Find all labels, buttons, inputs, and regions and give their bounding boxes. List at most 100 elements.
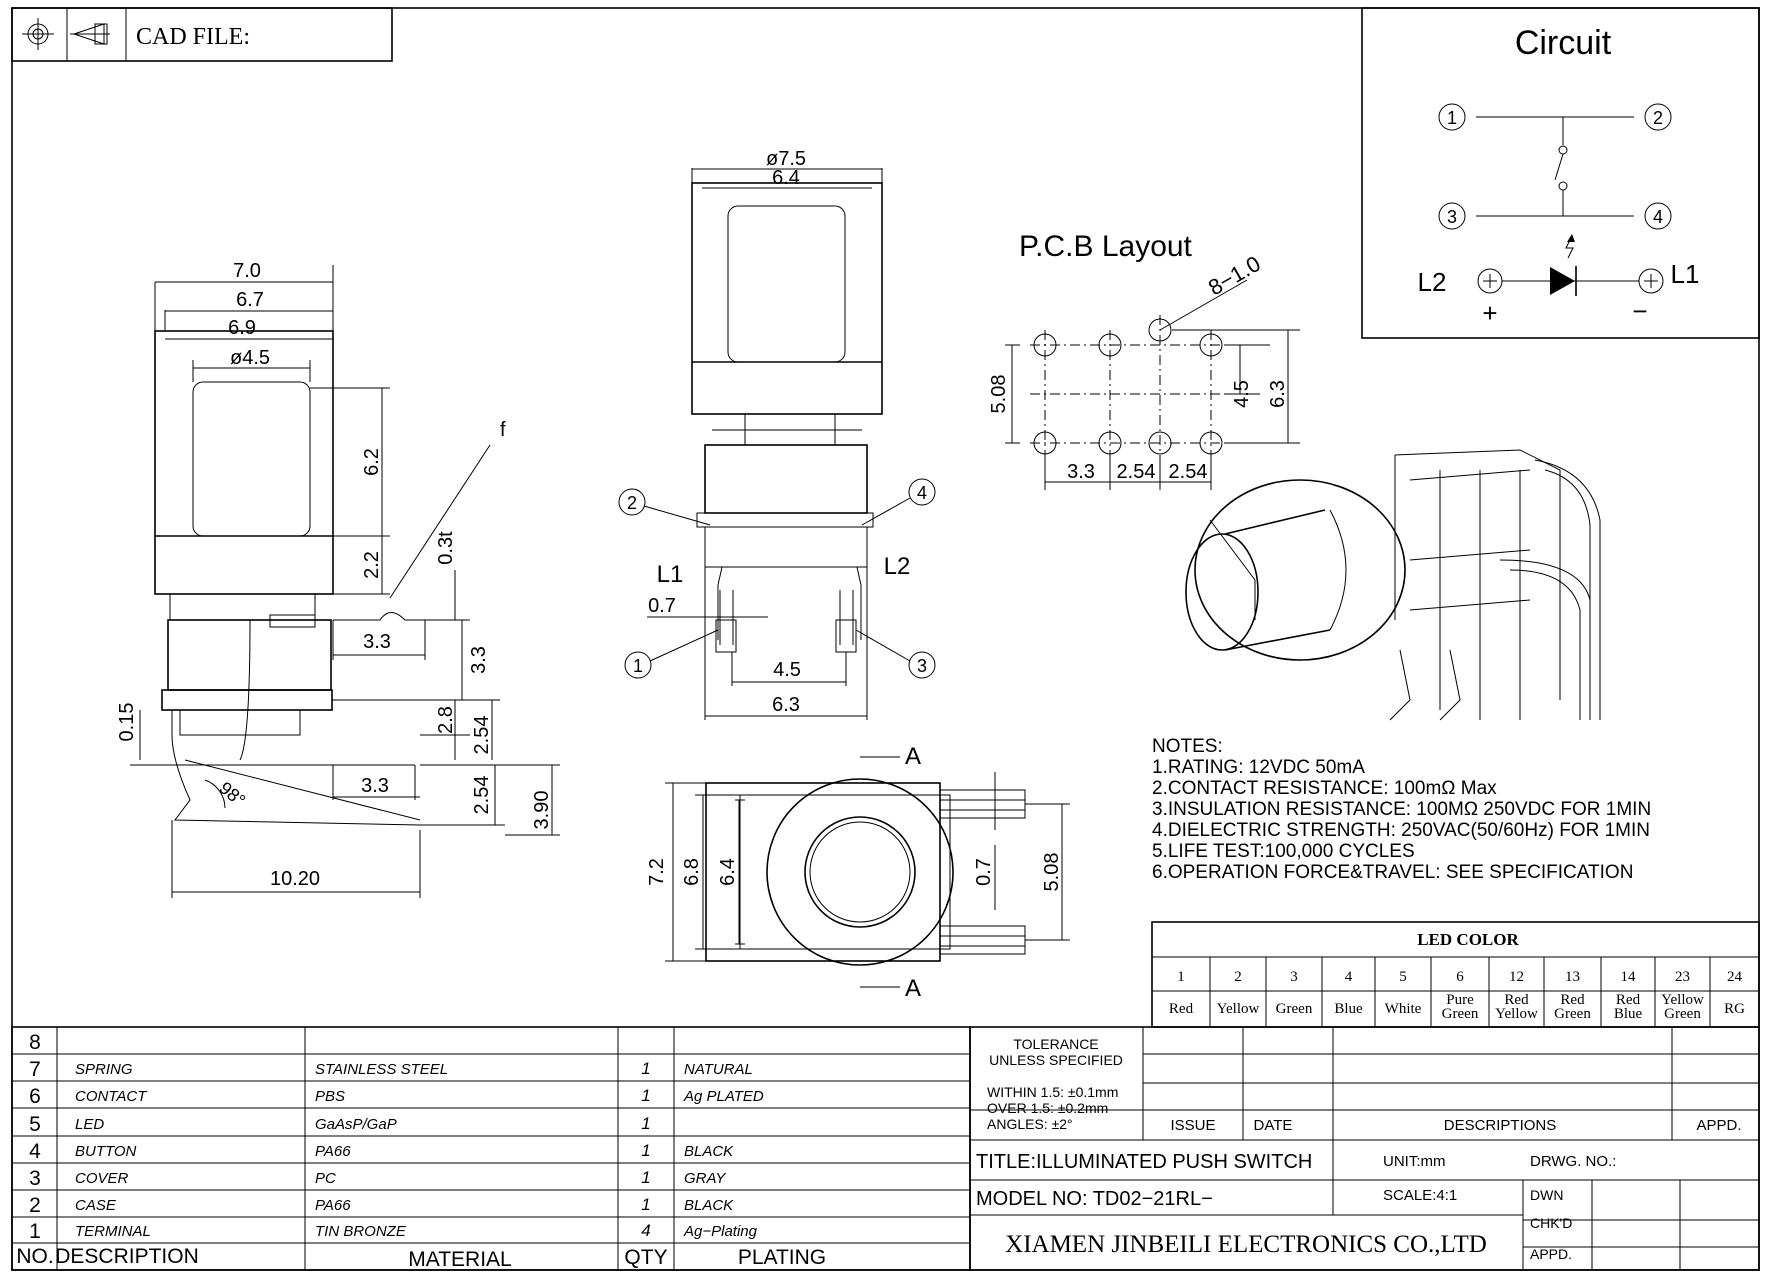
pin-1-circle — [1438, 103, 1466, 131]
led-diode-icon — [1550, 267, 1575, 295]
bom-no: 2 — [29, 1194, 41, 1217]
side-dim-254a: 2.54 — [471, 716, 493, 755]
bom-qty: 1 — [641, 1141, 650, 1160]
pcb-dim-45: 4.5 — [1231, 380, 1253, 408]
pcb-dim-508: 5.08 — [988, 375, 1010, 414]
front-body — [704, 444, 868, 514]
pin-3-label: 3 — [1447, 207, 1457, 227]
front-view: ø7.5 6.4 2 4 L1 L2 0.7 1 3 4.5 6.3 — [618, 148, 936, 720]
side-dim-69: 6.9 — [228, 317, 256, 339]
led-color-name: Red — [1504, 992, 1529, 1008]
iso-flange — [1194, 479, 1406, 661]
side-dim-1020: 10.20 — [270, 868, 320, 890]
pcb-layout: P.C.B Layout 5.08 4.5 6.3 3.3 2.54 2.54 … — [988, 230, 1300, 490]
circuit-l1-label: L1 — [1671, 259, 1700, 289]
pcb-dim-254a: 2.54 — [1117, 461, 1156, 483]
bom-no: 6 — [29, 1085, 41, 1108]
front-pin-3-label: 3 — [917, 656, 927, 676]
bom-qty: 1 — [641, 1086, 650, 1105]
led-color-title: LED COLOR — [1417, 930, 1519, 949]
front-dim-75: ø7.5 — [766, 148, 806, 170]
iso-terminals — [1534, 459, 1601, 720]
front-pin-2-label: 2 — [627, 493, 637, 513]
side-dim-45: ø4.5 — [230, 347, 270, 369]
scale-label: SCALE:4:1 — [1383, 1187, 1457, 1204]
bom-description: BUTTON — [75, 1143, 137, 1160]
pcb-layout-title: P.C.B Layout — [1019, 230, 1193, 263]
side-dim-390: 3.90 — [531, 791, 553, 830]
switch-contact — [1554, 153, 1564, 181]
bom-no: 4 — [29, 1140, 41, 1163]
bom-plating: GRAY — [684, 1170, 726, 1187]
circuit-plus-label: + — [1482, 298, 1497, 328]
pin-2-label: 2 — [1653, 108, 1663, 128]
front-dim-63: 6.3 — [772, 694, 800, 716]
side-terminal — [171, 710, 421, 826]
front-cap — [691, 182, 883, 415]
top-view-cap-inner — [804, 816, 916, 928]
bom-material: STAINLESS STEEL — [315, 1061, 448, 1078]
cad-header: CAD FILE: — [11, 7, 393, 62]
circuit-l2-label: L2 — [1418, 267, 1447, 297]
l1-terminal — [1638, 268, 1664, 294]
bom-description: COVER — [75, 1170, 129, 1187]
led-color-name: Green — [1442, 1006, 1479, 1022]
side-dim-254b: 2.54 — [471, 776, 493, 815]
front-dim-45: 4.5 — [773, 659, 801, 681]
side-dim-03t: 0.3t — [435, 531, 457, 565]
unit-label: UNIT:mm — [1383, 1153, 1446, 1170]
bom-material: PA66 — [315, 1197, 351, 1214]
front-dim-64: 6.4 — [772, 167, 800, 189]
bom-material: GaAsP/GaP — [315, 1116, 397, 1133]
bom-no: 1 — [29, 1220, 41, 1243]
bom-plating: BLACK — [684, 1143, 734, 1160]
bom-header-no: NO. — [16, 1245, 53, 1268]
model-number: MODEL NO: TD02−21RL− — [976, 1188, 1213, 1210]
tolerance-value-0: WITHIN 1.5: ±0.1mm — [987, 1084, 1118, 1100]
circuit-title: Circuit — [1515, 24, 1612, 62]
bom-material: PA66 — [315, 1143, 351, 1160]
side-dim-angle: 98° — [215, 778, 249, 811]
top-dim-64: 6.4 — [717, 858, 739, 886]
led-code: 24 — [1727, 969, 1743, 985]
note-line-3: 3.INSULATION RESISTANCE: 100MΩ 250VDC FO… — [1152, 799, 1651, 820]
led-color-name: Yellow — [1217, 1001, 1260, 1017]
bom-material: PBS — [315, 1088, 345, 1105]
chkd-label: CHK'D — [1530, 1215, 1572, 1231]
led-color-name: Yellow — [1495, 1006, 1538, 1022]
drawing-title: TITLE:ILLUMINATED PUSH SWITCH — [976, 1151, 1312, 1173]
circuit-section: Circuit 1 2 3 4 L2 L1 + − — [1361, 7, 1760, 339]
front-l1-label: L1 — [657, 561, 684, 588]
note-line-2: 2.CONTACT RESISTANCE: 100mΩ Max — [1152, 778, 1497, 799]
appd2-label: APPD. — [1530, 1246, 1572, 1262]
led-color-name: White — [1385, 1001, 1422, 1017]
bom-no: 8 — [29, 1031, 41, 1054]
side-dim-015: 0.15 — [116, 703, 138, 742]
bom-qty: 4 — [641, 1221, 650, 1240]
top-dim-68: 6.8 — [681, 858, 703, 886]
pcb-dim-holes: 8−1.0 — [1204, 251, 1265, 300]
bom-plating: Ag PLATED — [683, 1088, 764, 1105]
section-a-top: A — [905, 743, 921, 770]
front-l2-label: L2 — [884, 553, 911, 580]
bom-no: 7 — [29, 1058, 41, 1081]
front-dim-07: 0.7 — [648, 595, 676, 617]
led-code: 23 — [1675, 969, 1690, 985]
issue-label: ISSUE — [1170, 1117, 1215, 1134]
led-color-name: Blue — [1614, 1006, 1643, 1022]
led-color-name: Red — [1560, 992, 1585, 1008]
section-a-bottom: A — [905, 975, 921, 1002]
company-name: XIAMEN JINBEILI ELECTRONICS CO.,LTD — [1005, 1231, 1487, 1258]
note-line-4: 4.DIELECTRIC STRENGTH: 250VAC(50/60Hz) F… — [1152, 820, 1650, 841]
bom-description: LED — [75, 1116, 104, 1133]
front-pin-1-label: 1 — [633, 656, 643, 676]
bom-material: TIN BRONZE — [315, 1223, 407, 1240]
pin-1-label: 1 — [1447, 108, 1457, 128]
led-code: 3 — [1290, 969, 1298, 985]
top-dim-72: 7.2 — [646, 858, 668, 886]
dwn-label: DWN — [1530, 1187, 1563, 1203]
side-dim-22: 2.2 — [361, 551, 383, 579]
side-dim-33a: 3.3 — [363, 631, 391, 653]
